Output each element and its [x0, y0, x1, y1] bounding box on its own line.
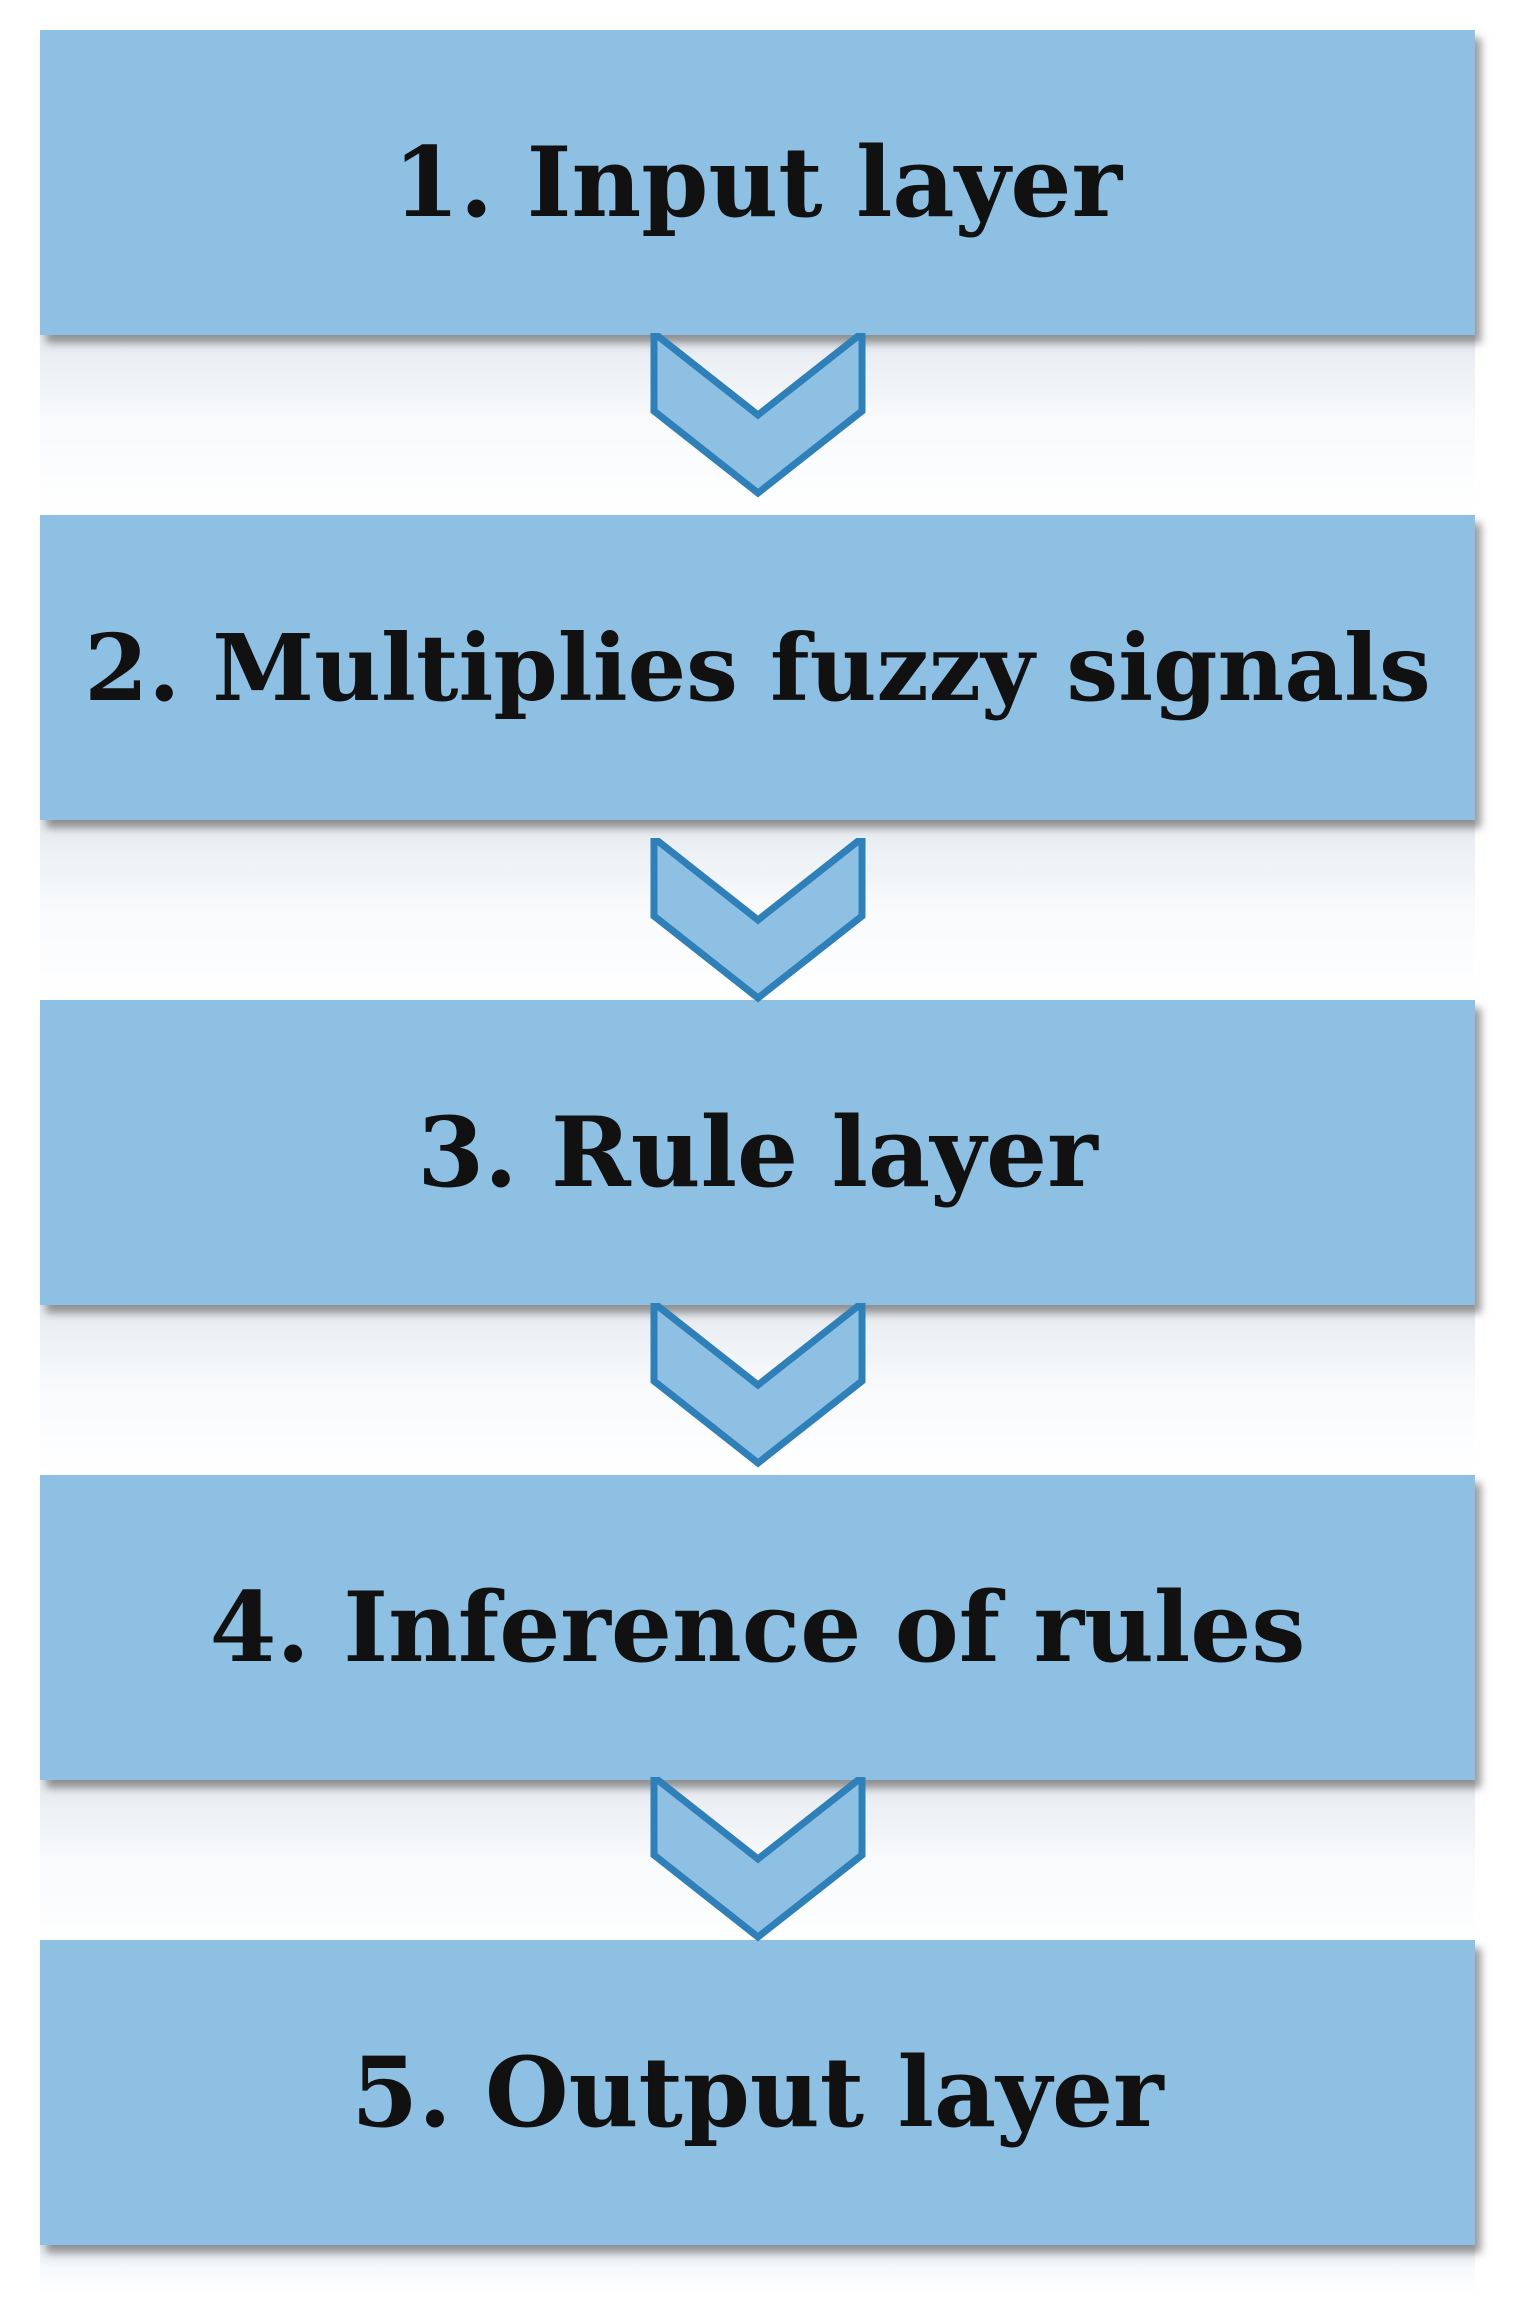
connector-gap-5 [40, 2245, 1475, 2297]
step-label: 4. Inference of rules [209, 1571, 1306, 1684]
step-label: 3. Rule layer [417, 1096, 1098, 1209]
step-box-inference-of-rules: 4. Inference of rules [40, 1475, 1475, 1780]
step-box-output-layer: 5. Output layer [40, 1940, 1475, 2245]
step-label: 5. Output layer [351, 2036, 1164, 2149]
step-box-rule-layer: 3. Rule layer [40, 1000, 1475, 1305]
chevron-down-icon [650, 1303, 866, 1468]
step-label: 1. Input layer [392, 126, 1123, 239]
step-label: 2. Multiplies fuzzy signals [84, 613, 1431, 722]
step-box-input-layer: 1. Input layer [40, 30, 1475, 335]
step-box-multiplies-fuzzy-signals: 2. Multiplies fuzzy signals [40, 515, 1475, 820]
chevron-down-icon [650, 838, 866, 1003]
chevron-down-icon [650, 1777, 866, 1942]
chevron-down-icon [650, 333, 866, 498]
